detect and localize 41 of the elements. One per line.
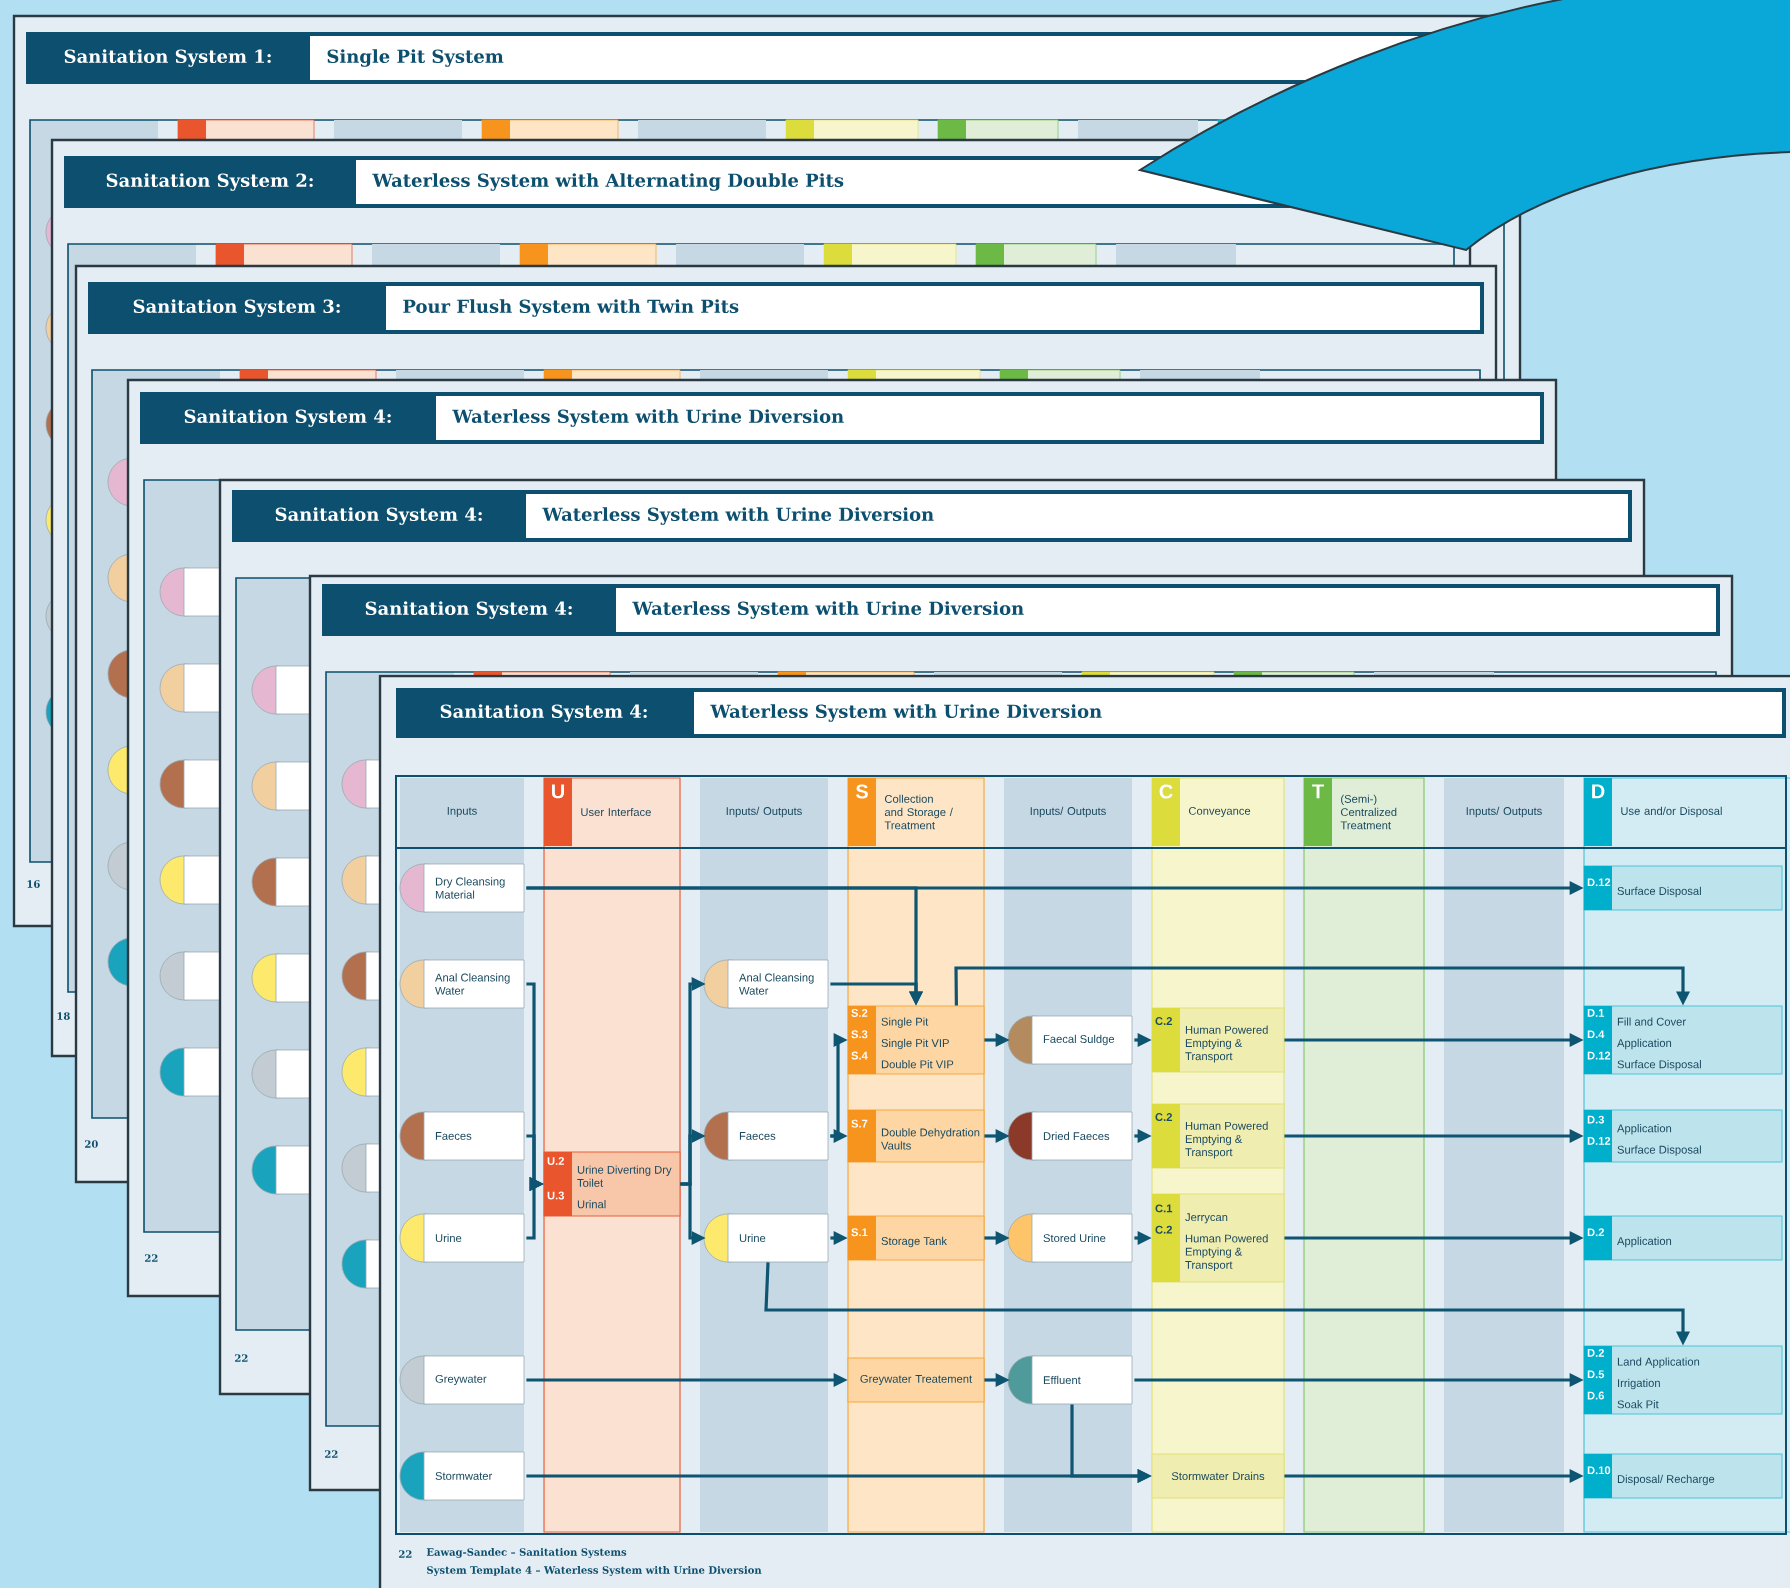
arrow <box>954 966 1690 1006</box>
arrow <box>984 1231 1010 1245</box>
arrow <box>984 1129 1010 1143</box>
category-badge: T <box>1304 778 1332 846</box>
arrow <box>984 1373 1010 1387</box>
arrow <box>1134 1231 1152 1245</box>
arrow <box>984 1033 1010 1047</box>
category-badge: C <box>1152 778 1180 846</box>
sheet-title: Sanitation System 4: <box>365 601 572 619</box>
arrow <box>1134 1129 1152 1143</box>
category-badge: D <box>1584 778 1612 846</box>
arrow <box>1284 1129 1584 1143</box>
sheet-title: Pour Flush System with Twin Pits <box>403 299 739 317</box>
sheet-title: Single Pit System <box>327 49 504 67</box>
sheet-title: Waterless System with Urine Diversion <box>710 704 1102 722</box>
sheet-title: Sanitation System 3: <box>133 299 340 317</box>
sheet-title: Waterless System with Alternating Double Pits <box>372 173 844 191</box>
sheet-title: Waterless System with Urine Diversion <box>542 507 934 525</box>
arrow <box>764 1262 1690 1346</box>
arrow <box>1284 1231 1584 1245</box>
arrow <box>526 1177 544 1240</box>
sheet-title: Sanitation System 4: <box>184 409 391 427</box>
category-badge: U <box>544 778 572 846</box>
sheet-title: Sanitation System 4: <box>275 507 482 525</box>
sheet-title: Sanitation System 2: <box>106 173 313 191</box>
arrow <box>1284 1033 1584 1047</box>
arrow <box>680 1182 706 1245</box>
arrow <box>830 1129 848 1143</box>
category-badge: S <box>848 778 876 846</box>
sheet-title: Waterless System with Urine Diversion <box>632 601 1024 619</box>
arrow <box>830 1231 848 1245</box>
arrow <box>830 1033 848 1138</box>
arrow <box>526 1373 848 1387</box>
arrow <box>1284 1469 1584 1483</box>
arrow <box>1134 1033 1152 1047</box>
sheet-title: Waterless System with Urine Diversion <box>452 409 844 427</box>
arrow <box>1134 1373 1584 1387</box>
sheet-title: Sanitation System 4: <box>440 704 647 722</box>
sheet-title: Sanitation System 1: <box>64 49 271 67</box>
arrow <box>830 982 923 1006</box>
arrow <box>526 1469 1152 1483</box>
